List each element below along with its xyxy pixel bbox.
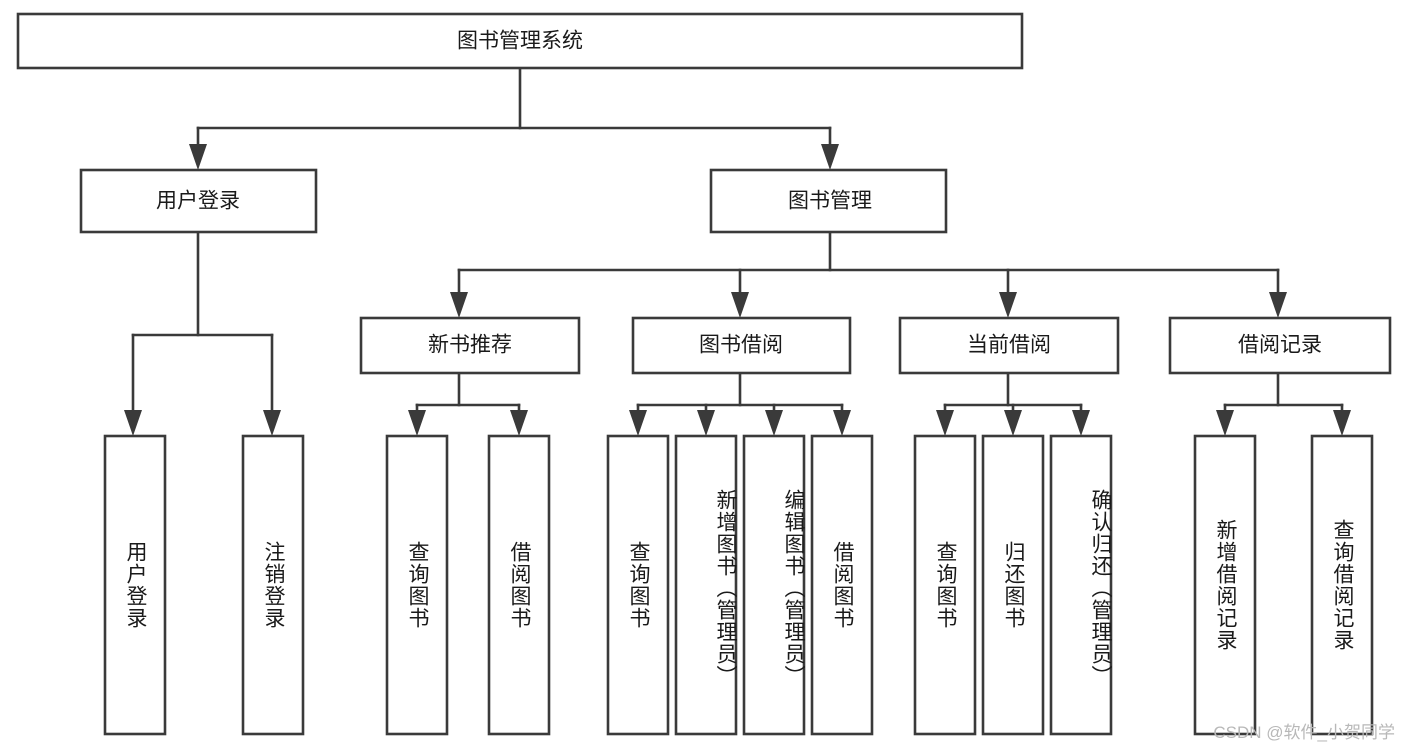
- node-book-manage-box[interactable]: [709, 168, 948, 234]
- arrowhead-current-borrow: [999, 292, 1017, 318]
- leaf-add-book-box[interactable]: [674, 434, 738, 736]
- arrowhead-leaf-return-book: [1004, 410, 1022, 436]
- leaf-add-book-label: 新增图书（管理员）: [714, 489, 737, 687]
- leaf-query-record-box[interactable]: [1310, 434, 1374, 736]
- leaf-query-book-2-label: 查询图书: [627, 541, 651, 629]
- arrowhead-leaf-user-logout: [263, 410, 281, 436]
- node-user-login-box[interactable]: [79, 168, 318, 234]
- node-new-book-recommend-box[interactable]: [359, 316, 581, 375]
- node-current-borrow-label: 当前借阅: [967, 334, 1051, 357]
- node-book-borrow-box[interactable]: [631, 316, 852, 375]
- node-user-login[interactable]: 用户登录: [79, 168, 318, 234]
- arrowhead-borrow-record: [1269, 292, 1287, 318]
- node-borrow-record-label: 借阅记录: [1238, 334, 1322, 357]
- node-root[interactable]: 图书管理系统: [16, 12, 1024, 70]
- leaf-confirm-return-box[interactable]: [1049, 434, 1113, 736]
- arrowhead-leaf-edit-book: [765, 410, 783, 436]
- leaf-edit-book-label: 编辑图书（管理员）: [782, 489, 805, 687]
- node-current-borrow[interactable]: 当前借阅: [898, 316, 1120, 375]
- leaf-borrow-book-2-box[interactable]: [810, 434, 874, 736]
- leaf-query-book-1-label: 查询图书: [406, 541, 430, 629]
- leaf-user-login-label: 用户登录: [124, 541, 148, 629]
- arrowhead-book-manage: [821, 144, 839, 170]
- leaf-user-logout-label: 注销登录: [262, 541, 286, 629]
- arrowhead-leaf-query-book-1: [408, 410, 426, 436]
- node-new-book-recommend-label: 新书推荐: [428, 334, 512, 357]
- arrowhead-book-borrow: [731, 292, 749, 318]
- arrowhead-leaf-query-book-3: [936, 410, 954, 436]
- node-root-box[interactable]: [16, 12, 1024, 70]
- connector-group: [124, 66, 1351, 436]
- leaf-query-record-label: 查询借阅记录: [1331, 519, 1355, 651]
- arrowhead-new-book-recommend: [450, 292, 468, 318]
- arrowhead-leaf-borrow-book-2: [833, 410, 851, 436]
- leaf-edit-book-box[interactable]: [742, 434, 806, 736]
- leaf-borrow-book-2-label: 借阅图书: [831, 541, 855, 629]
- arrowhead-user-login: [189, 144, 207, 170]
- leaf-return-book-label: 归还图书: [1002, 541, 1026, 629]
- leaf-query-book-1-box[interactable]: [385, 434, 449, 736]
- node-new-book-recommend[interactable]: 新书推荐: [359, 316, 581, 375]
- leaf-query-book-3-box[interactable]: [913, 434, 977, 736]
- leaf-borrow-book-1-label: 借阅图书: [508, 541, 532, 629]
- node-user-login-label: 用户登录: [156, 190, 240, 213]
- arrowhead-leaf-add-book: [697, 410, 715, 436]
- arrowhead-leaf-confirm-return: [1072, 410, 1090, 436]
- arrowhead-leaf-query-book-2: [629, 410, 647, 436]
- leaf-query-book-2-box[interactable]: [606, 434, 670, 736]
- leaf-user-login-box[interactable]: [103, 434, 167, 736]
- leaf-add-record-label: 新增借阅记录: [1214, 519, 1238, 651]
- leaf-user-logout-box[interactable]: [241, 434, 305, 736]
- arrowhead-leaf-query-record: [1333, 410, 1351, 436]
- arrowhead-leaf-add-record: [1216, 410, 1234, 436]
- leaf-query-book-3-label: 查询图书: [934, 541, 958, 629]
- arrowhead-leaf-user-login: [124, 410, 142, 436]
- node-borrow-record[interactable]: 借阅记录: [1168, 316, 1392, 375]
- leaf-borrow-book-1-box[interactable]: [487, 434, 551, 736]
- node-current-borrow-box[interactable]: [898, 316, 1120, 375]
- node-borrow-record-box[interactable]: [1168, 316, 1392, 375]
- node-book-borrow-label: 图书借阅: [699, 334, 783, 357]
- leaf-box-group: [103, 434, 1374, 736]
- node-root-label: 图书管理系统: [457, 30, 583, 53]
- leaf-confirm-return-label: 确认归还（管理员）: [1089, 489, 1112, 687]
- arrowhead-leaf-borrow-book-1: [510, 410, 528, 436]
- leaf-add-record-box[interactable]: [1193, 434, 1257, 736]
- node-book-borrow[interactable]: 图书借阅: [631, 316, 852, 375]
- leaf-return-book-box[interactable]: [981, 434, 1045, 736]
- node-book-manage[interactable]: 图书管理: [709, 168, 948, 234]
- node-book-manage-label: 图书管理: [788, 190, 872, 213]
